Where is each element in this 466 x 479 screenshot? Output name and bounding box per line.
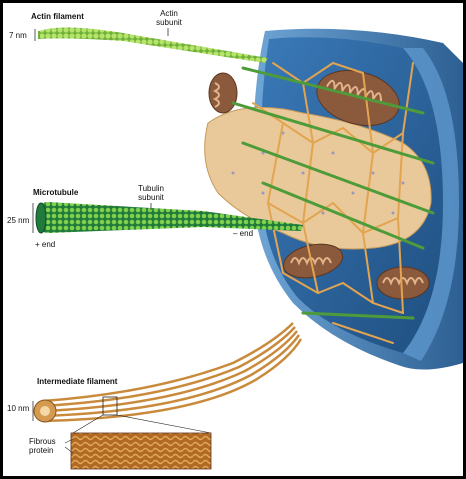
tubulin-subunit-line2: subunit <box>138 193 164 202</box>
intermediate-filament-crosssection <box>33 399 57 423</box>
actin-subunit-line2: subunit <box>156 18 182 27</box>
intermediate-filament <box>42 322 303 423</box>
mitochondrion-4 <box>376 266 430 300</box>
actin-size-label: 7 nm <box>9 31 27 40</box>
intermediate-filament-title: Intermediate filament <box>37 377 118 386</box>
mitochondrion-2 <box>208 72 238 114</box>
microtubule-size-label: 25 nm <box>7 216 30 225</box>
microtubule-title: Microtubule <box>33 188 79 197</box>
plus-end-label: + end <box>35 240 56 249</box>
fibrous-protein-inset <box>70 432 212 470</box>
actin-subunit-line1: Actin <box>160 9 178 18</box>
cell-microtubules <box>231 66 435 320</box>
tubulin-subunit-line1: Tubulin <box>138 184 164 193</box>
nucleus-dots <box>231 131 405 215</box>
microtubule <box>35 202 303 234</box>
fibrous-protein-line2: protein <box>29 446 54 455</box>
tubulin-subunit-label: Tubulin subunit <box>133 184 169 202</box>
zoom-box <box>102 396 118 416</box>
actin-filament <box>38 27 268 64</box>
actin-subunit-label: Actin subunit <box>155 9 183 27</box>
fibrous-protein-line1: Fibrous <box>29 437 56 446</box>
membrane-edge <box>403 48 459 361</box>
intermediate-size-label: 10 nm <box>7 404 30 413</box>
nucleus <box>204 106 432 250</box>
diagram-canvas <box>32 27 463 470</box>
fibrous-protein-label: Fibrous protein <box>29 437 56 455</box>
minus-end-label: – end <box>233 229 254 238</box>
mitochondrion-3 <box>282 243 344 279</box>
actin-filament-title: Actin filament <box>31 12 84 21</box>
